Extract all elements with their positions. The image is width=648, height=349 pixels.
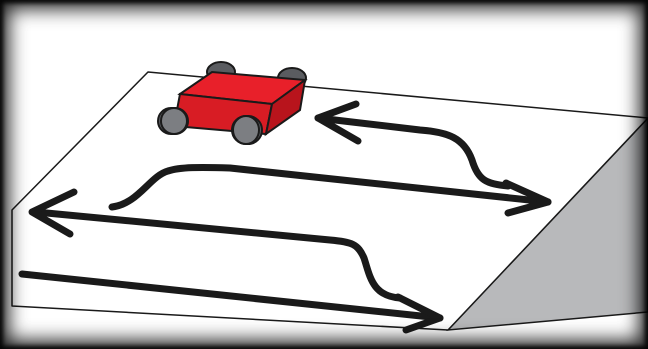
robot-wheel-front-right: [232, 116, 262, 144]
robot-wheel-front-left: [158, 108, 188, 134]
